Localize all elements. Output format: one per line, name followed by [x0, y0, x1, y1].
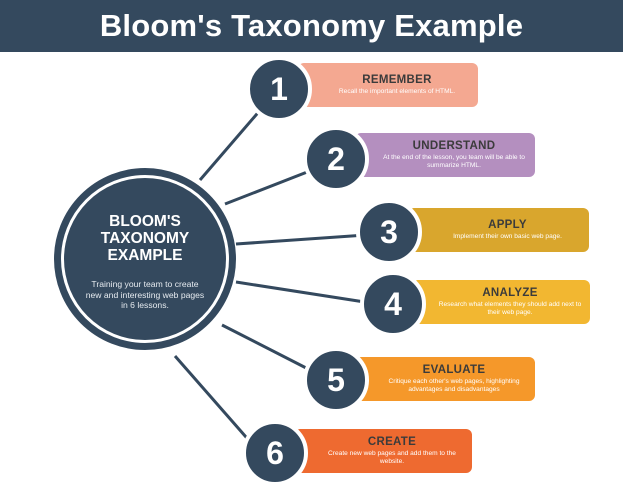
- connector-line-3: [235, 233, 367, 246]
- step-6-badge: 6: [242, 420, 308, 486]
- step-1-card: REMEMBER Recall the important elements o…: [298, 63, 478, 107]
- step-3-description: Implement their own basic web page.: [453, 233, 562, 240]
- step-5-description: Critique each other's web pages, highlig…: [388, 378, 520, 393]
- step-4-description: Research what elements they should add n…: [438, 301, 582, 316]
- connector-line-6: [173, 355, 255, 446]
- step-6-card: CREATE Create new web pages and add them…: [294, 429, 472, 473]
- step-6-description: Create new web pages and add them to the…: [328, 450, 456, 465]
- step-1-description: Recall the important elements of HTML.: [338, 88, 456, 95]
- step-2-card: UNDERSTAND At the end of the lesson, you…: [355, 133, 535, 177]
- hub-description: Training your team to create new and int…: [85, 279, 205, 310]
- connector-line-1: [198, 107, 264, 181]
- step-4-card: ANALYZE Research what elements they shou…: [412, 280, 590, 324]
- step-3-card: APPLY Implement their own basic web page…: [408, 208, 589, 252]
- step-4-title: ANALYZE: [482, 287, 538, 299]
- step-3-badge: 3: [356, 199, 422, 265]
- step-5-card: EVALUATE Critique each other's web pages…: [355, 357, 535, 401]
- page-title: Bloom's Taxonomy Example: [99, 8, 524, 43]
- step-5-badge: 5: [303, 347, 369, 413]
- step-1-badge: 1: [246, 56, 312, 122]
- step-2-title: UNDERSTAND: [412, 140, 496, 152]
- step-2-badge: 2: [303, 126, 369, 192]
- header-banner: Bloom's Taxonomy Example: [0, 0, 623, 52]
- hub-circle: [64, 178, 226, 340]
- connector-line-2: [224, 165, 321, 206]
- step-4-badge: 4: [360, 271, 426, 337]
- step-1-title: REMEMBER: [362, 74, 432, 86]
- connector-line-5: [221, 323, 315, 374]
- step-5-title: EVALUATE: [422, 364, 486, 376]
- connector-line-4: [235, 280, 372, 305]
- step-2-description: At the end of the lesson, you team will …: [383, 154, 525, 169]
- step-6-title: CREATE: [367, 436, 417, 448]
- hub-title: BLOOM'S TAXONOMY EXAMPLE: [100, 213, 190, 264]
- step-3-title: APPLY: [488, 219, 527, 231]
